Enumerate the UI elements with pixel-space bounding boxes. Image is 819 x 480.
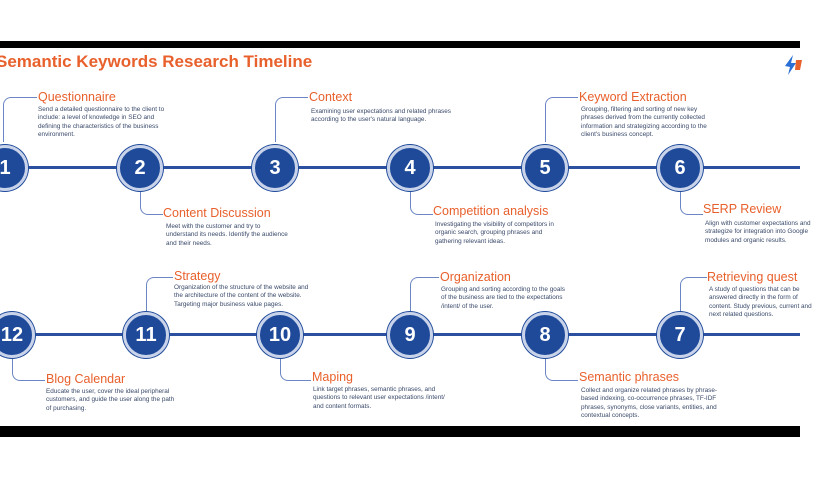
step-11-connector xyxy=(146,277,173,312)
timeline-canvas: Semantic Keywords Research Timeline 1 Qu… xyxy=(0,48,812,426)
step-8-title: Semantic phrases xyxy=(579,370,680,384)
step-1-title: Questionnaire xyxy=(38,90,116,104)
step-9-connector xyxy=(410,277,439,312)
step-1-node: 1 xyxy=(0,145,28,191)
page-title: Semantic Keywords Research Timeline xyxy=(0,52,313,71)
step-12-description: Educate the user, cover the ideal periph… xyxy=(46,388,175,412)
step-5-node: 5 xyxy=(522,145,568,191)
step-2-node: 2 xyxy=(117,145,163,191)
step-4-description: Investigating the visibility of competit… xyxy=(435,221,554,245)
step-1-description: Send a detailed questionnaire to the cli… xyxy=(38,106,165,139)
step-4-node: 4 xyxy=(387,145,433,191)
step-11-node: 11 xyxy=(123,312,169,358)
step-7-node: 7 xyxy=(657,312,703,358)
step-5-title: Keyword Extraction xyxy=(579,90,687,104)
step-10-connector xyxy=(280,358,311,381)
step-2-title: Content Discussion xyxy=(163,206,271,220)
step-10-title: Maping xyxy=(312,370,353,384)
step-12-title: Blog Calendar xyxy=(46,372,126,386)
step-12-connector xyxy=(12,358,45,381)
step-6-title: SERP Review xyxy=(703,202,782,216)
step-4-title: Competition analysis xyxy=(433,204,549,218)
step-3-description: Examining user expectations and related … xyxy=(311,108,451,124)
step-8-description: Collect and organize related phrases by … xyxy=(581,387,718,420)
step-3-connector xyxy=(275,97,308,142)
step-6-node: 6 xyxy=(657,145,703,191)
step-3-title: Context xyxy=(309,90,353,104)
step-7-connector xyxy=(680,277,707,312)
step-9-description: Grouping and sorting according to the go… xyxy=(441,286,565,310)
step-8-connector xyxy=(545,358,578,381)
step-12-node: 12 xyxy=(0,312,35,358)
step-11-description: Organization of the structure of the web… xyxy=(174,284,309,308)
step-10-description: Link target phrases, semantic phrases, a… xyxy=(313,386,445,410)
step-7-description: A study of questions that can be answere… xyxy=(709,286,812,319)
brand-logo-icon xyxy=(785,55,802,75)
step-10-node: 10 xyxy=(257,312,303,358)
step-9-title: Organization xyxy=(440,270,511,284)
step-9-node: 9 xyxy=(387,312,433,358)
step-8-node: 8 xyxy=(522,312,568,358)
step-2-connector xyxy=(140,190,163,215)
step-11-title: Strategy xyxy=(174,269,221,283)
step-6-connector xyxy=(680,190,703,215)
step-5-connector xyxy=(545,97,578,142)
step-4-connector xyxy=(410,190,433,215)
step-7-title: Retrieving quest xyxy=(707,270,798,284)
step-3-node: 3 xyxy=(252,145,298,191)
step-5-description: Grouping, filtering and sorting of new k… xyxy=(581,106,707,139)
step-6-description: Align with customer expectations and str… xyxy=(705,220,811,244)
step-1-connector xyxy=(3,97,37,142)
step-2-description: Meet with the customer and try to unders… xyxy=(166,223,288,247)
bottom-black-band xyxy=(0,426,800,437)
top-black-band xyxy=(0,41,800,48)
